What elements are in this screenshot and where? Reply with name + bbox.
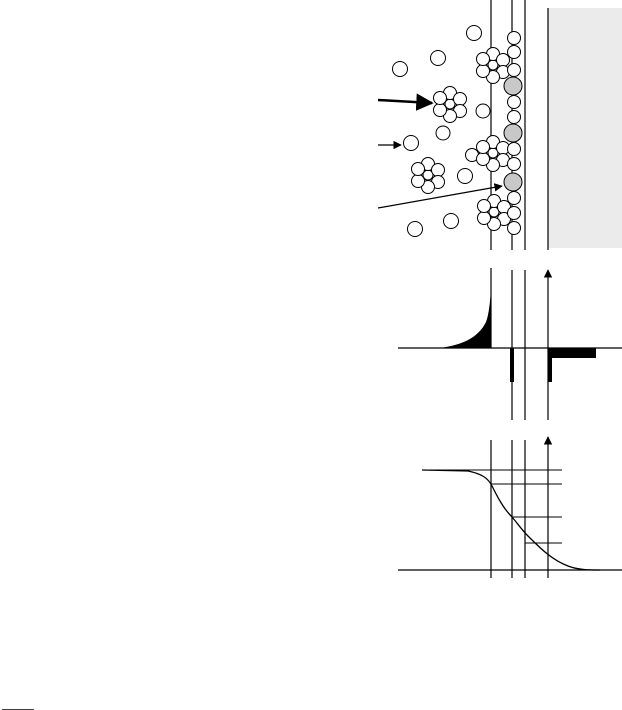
ion-circle [466, 25, 482, 41]
free-ions [392, 25, 491, 237]
hydrated-ion-cluster [433, 86, 467, 123]
surface-charge-tick [548, 358, 552, 382]
ion-circle [392, 61, 408, 77]
ion-circle [475, 103, 491, 119]
diffuse-charge-fill [440, 290, 491, 348]
potential-panel [398, 436, 622, 578]
ion-circle [443, 213, 459, 229]
pointer-arrow [377, 183, 503, 209]
solid-phase-region [548, 8, 622, 248]
ion-panel [377, 0, 622, 250]
stern-charge-bar [510, 348, 514, 382]
charge-distribution-panel [398, 268, 622, 420]
adsorbed-ions [503, 76, 523, 192]
ion-circle [407, 221, 423, 237]
ion-circle [457, 168, 473, 184]
hydrated-ion-cluster [477, 194, 511, 231]
inner-layer-ions [507, 31, 521, 235]
ion-circle [435, 125, 451, 141]
hydrated-ion-cluster [476, 47, 510, 84]
ion-circle [403, 135, 419, 151]
hydrated-ion-cluster [476, 135, 510, 172]
adsorbed-ion-circle [503, 172, 523, 192]
ion-circle [430, 50, 446, 66]
potential-curve [421, 469, 601, 571]
surface-charge-block [548, 348, 596, 358]
adsorbed-ion-circle [503, 123, 523, 143]
hydrated-ion-cluster [411, 157, 445, 194]
adsorbed-ion-circle [503, 76, 523, 96]
pointer-arrow [377, 93, 434, 111]
